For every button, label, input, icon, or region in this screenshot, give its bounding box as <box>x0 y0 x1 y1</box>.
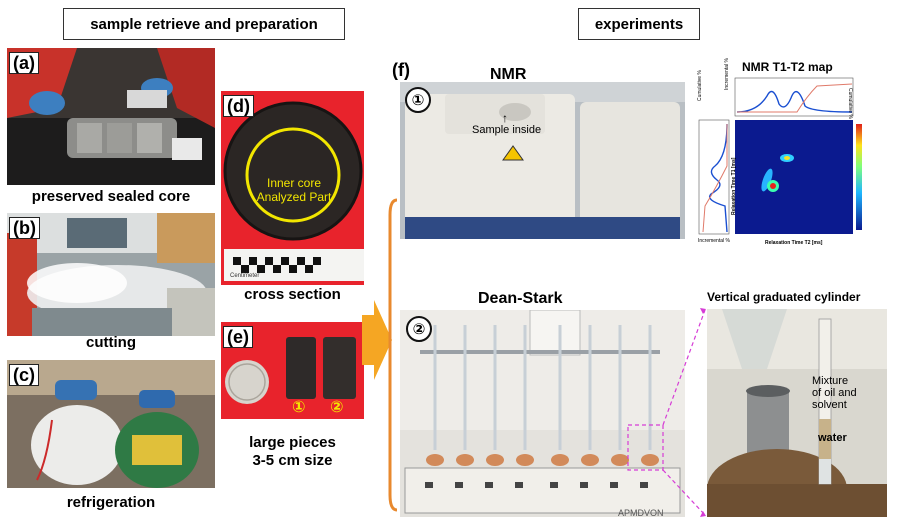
nmr-arrow-icon: ↑ <box>502 111 508 125</box>
caption-large-pieces-line-1: large pieces <box>249 434 336 451</box>
cylinder-title: Vertical graduated cylinder <box>707 290 861 304</box>
nmr-t1t2-map <box>697 76 865 248</box>
dean-stark-title: Dean-Stark <box>478 290 563 307</box>
photo-graduated-cylinder <box>707 309 887 517</box>
caption-cross-section: cross section <box>244 286 341 303</box>
ruler-label: Centimeter <box>230 273 260 279</box>
map-xlabel: Relaxation Time T2 [ms] <box>765 240 823 246</box>
caption-refrigeration: refrigeration <box>66 494 156 511</box>
header-experiments-text: experiments <box>594 15 684 33</box>
nmr-sample-note: Sample inside <box>472 124 542 136</box>
header-sample-prep-text: sample retrieve and preparation <box>90 15 318 33</box>
dean-stark-number: ② <box>406 316 432 342</box>
nmr-title: NMR <box>490 66 527 83</box>
inner-core-label-line-2: Analyzed Part <box>256 190 332 204</box>
map-title: NMR T1-T2 map <box>742 60 833 74</box>
cylinder-mixture-label: Mixture of oil and solvent <box>812 375 857 411</box>
flow-arrow <box>362 198 398 512</box>
map-left-incremental: Incremental % <box>698 238 730 244</box>
photo-dean-stark <box>400 310 685 517</box>
map-ylabel: Relaxation Time T1 [ms] <box>731 157 737 215</box>
panel-c-tag: (c) <box>9 364 39 386</box>
piece-2-label: ② <box>330 399 344 416</box>
panel-d-tag: (d) <box>223 95 254 117</box>
map-top-cumulative: Cumulative % <box>847 88 853 119</box>
piece-1-label: ① <box>292 399 306 416</box>
cylinder-mixture-line-1: Mixture <box>812 375 849 387</box>
cylinder-mixture-line-3: solvent <box>812 399 847 411</box>
inner-core-label-line-1: Inner core <box>266 176 322 190</box>
caption-preserved-sealed-core: preserved sealed core <box>31 188 191 205</box>
watermark-text: APMDVON <box>618 508 664 518</box>
panel-f-tag: (f) <box>392 60 410 80</box>
cylinder-mixture-line-2: of oil and <box>812 387 857 399</box>
photo-cutting <box>7 213 215 336</box>
cylinder-water-label: water <box>818 432 847 444</box>
panel-b-tag: (b) <box>9 217 40 239</box>
nmr-number: ① <box>405 87 431 113</box>
photo-preserved-sealed-core <box>7 48 215 185</box>
caption-large-pieces: large pieces 3-5 cm size <box>221 434 364 470</box>
caption-large-pieces-line-2: 3-5 cm size <box>252 452 333 469</box>
header-experiments: experiments <box>578 8 700 40</box>
caption-cutting: cutting <box>86 334 136 351</box>
map-top-incremental: Incremental % <box>724 58 730 90</box>
header-sample-prep: sample retrieve and preparation <box>63 8 345 40</box>
map-left-cumulative: Cumulative % <box>697 70 703 101</box>
inner-core-label: Inner core Analyzed Part <box>254 176 334 204</box>
photo-cross-section <box>221 91 364 285</box>
photo-nmr-instrument <box>400 82 685 239</box>
zoom-connector <box>662 308 706 517</box>
panel-a-tag: (a) <box>9 52 39 74</box>
photo-refrigeration <box>7 360 215 488</box>
panel-e-tag: (e) <box>223 326 253 348</box>
